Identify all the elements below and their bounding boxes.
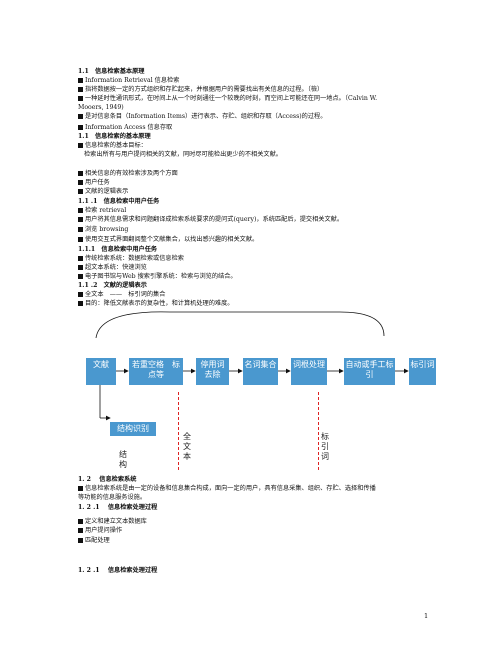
box-index-terms: 标引词 [409,358,436,385]
heading: 1.1 信息检索的基本原理 [78,133,151,140]
list-item: 用户提问操作 [78,527,122,535]
list-item: 匹配处理 [78,537,110,545]
bullet-square-icon [78,236,83,242]
list-item: 传统检索系统：数据检索或信息检索 [78,255,184,263]
bullet-square-icon [78,291,83,297]
bullet-square-icon [78,207,83,213]
box-noun-set: 名词集合 [243,358,278,385]
list-item: 文献的逻辑表示 [78,188,128,196]
label-structure: 结 构 [119,450,127,469]
bullet-square-icon [78,113,83,119]
bullet-square-icon [78,300,83,306]
list-item: 全文本 —— 标引词的集合 [78,291,165,299]
dashed-divider [178,392,179,470]
bullet-square-icon [78,518,83,524]
heading: 1. 2 .1 信息检索处理过程 [78,504,158,511]
bullet-square-icon [78,226,83,232]
label-fulltext: 全 文 本 [183,432,191,461]
list-item: 信息检索系统是由一定的设备和信息集合构成，面向一定的用户，具有信息采集、组织、存… [78,485,376,493]
box-stopword-space: 若重空格 标点等 [129,358,183,385]
paragraph: 检索出所有与用户提问相关的文献，同时尽可能检出更少的不相关文献。 [84,151,282,158]
bullet-square-icon [78,216,83,222]
paragraph: Mooers, 1949) [78,104,124,111]
page-number: 1 [424,612,429,620]
bullet-square-icon [78,124,83,130]
heading: 1. 2 .1 信息检索处理过程 [78,567,158,574]
bullet-square-icon [78,95,83,101]
bullet-square-icon [78,273,83,279]
bracket-curve [95,311,385,339]
heading: 1. 2 信息检索系统 [78,476,137,483]
bullet-square-icon [78,264,83,270]
box-stopword-removal: 停用词 去除 [196,358,229,385]
list-item: 定义和建立文本数据库 [78,518,147,526]
list-item: 电子图书馆与Web 搜索引擎系统：检索与浏览的结合。 [78,273,237,281]
paragraph: 等功能的信息服务设施。 [78,494,147,501]
label-index-terms: 标 引 词 [321,432,329,461]
list-item: 用户任务 [78,179,110,187]
bullet-square-icon [78,188,83,194]
box-document: 文献 [86,358,116,385]
heading: 1.1 信息检索基本原理 [78,68,145,75]
bullet-square-icon [78,537,83,543]
list-item: 相关信息的有效检索涉及两个方面 [78,170,178,178]
heading: 1.1 .1 信息检索中用户任务 [78,198,160,205]
list-item: 检索 retrieval [78,207,126,215]
dashed-divider [318,392,319,470]
list-item: 目的：降低文献表示的复杂性，和计算机处理的难度。 [78,300,234,308]
list-item: 是对信息条目（Information Items）进行表示、存贮、组织和存取（A… [78,113,326,121]
box-stemming: 词根处理 [291,358,327,385]
list-item: Information Access 信息存取 [78,124,172,132]
list-item: 超文本系统：快速浏览 [78,264,147,272]
bullet-square-icon [78,77,83,83]
list-item: 一种延时性通讯形式，在时间上从一个时刻通往一个较晚的时刻，而空间上可能还在同一地… [78,95,377,103]
bullet-square-icon [78,527,83,533]
heading: 1.1 .2 文献的逻辑表示 [78,282,147,289]
bullet-square-icon [78,170,83,176]
bullet-square-icon [78,179,83,185]
list-item: 指将数据按一定的方式组织和存贮起来，并根据用户的需要找出有关信息的过程。（檢） [78,86,323,94]
list-item: 使用交互式界面翻阅整个文献集合，以找出感兴趣的相关文献。 [78,236,258,244]
box-structure-recognition: 结构识别 [110,422,156,436]
bullet-square-icon [78,485,83,491]
box-indexing: 自动或手工标引 [344,358,395,385]
bullet-square-icon [78,142,83,148]
list-item: 信息检索的基本目标： [78,142,147,150]
bullet-square-icon [78,86,83,92]
list-item: Information Retrieval 信息检索 [78,77,179,85]
list-item: 用户将其信息需求和问题翻译成检索系统要求的提问式(query)，系统匹配后，提交… [78,216,343,224]
bullet-square-icon [78,255,83,261]
list-item: 浏览 browsing [78,226,128,234]
heading: 1.1.1 信息检索中用户任务 [78,246,158,253]
